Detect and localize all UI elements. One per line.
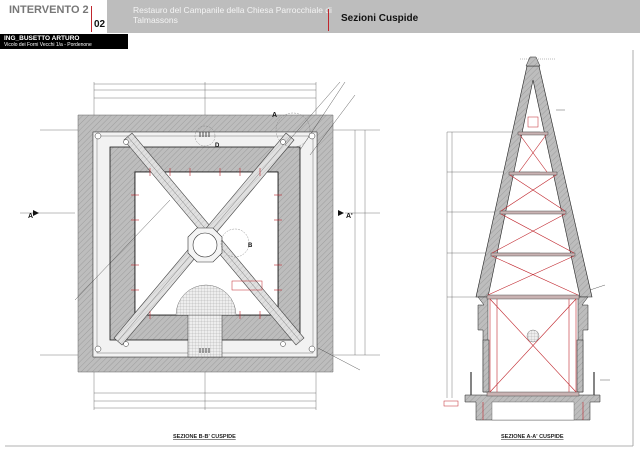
section-arrow-icon	[33, 210, 39, 216]
intervention-label: INTERVENTO 2	[9, 4, 89, 16]
red-divider	[91, 6, 92, 32]
marker-a-prime: A'	[346, 213, 353, 220]
sheet-title: Sezioni Cuspide	[341, 13, 419, 24]
elevation-section-aa	[443, 56, 610, 421]
marker-b: B	[248, 243, 253, 249]
header-bar	[107, 0, 640, 33]
section-arrow-icon	[338, 210, 344, 216]
plan-title: SEZIONE B-B' CUSPIDE	[173, 434, 236, 440]
marker-a-left: A	[28, 213, 33, 220]
author-name: ING_BUSETTO ARTURO	[4, 35, 80, 42]
page-number: 02 / 3	[94, 19, 119, 30]
elevation-title: SEZIONE A-A' CUSPIDE	[501, 434, 564, 440]
marker-a: A	[272, 112, 277, 119]
plan-section-bb	[20, 81, 380, 410]
author-box: ING_BUSETTO ARTURO Vicolo dei Forni Vecc…	[0, 34, 128, 49]
marker-d: D	[215, 143, 220, 149]
author-address: Vicolo dei Forni Vecchi 1/a - Pordenone	[4, 42, 92, 48]
header-left: INTERVENTO 2	[0, 0, 107, 33]
red-divider	[328, 9, 329, 31]
project-title: Restauro del Campanile della Chiesa Parr…	[133, 5, 332, 25]
